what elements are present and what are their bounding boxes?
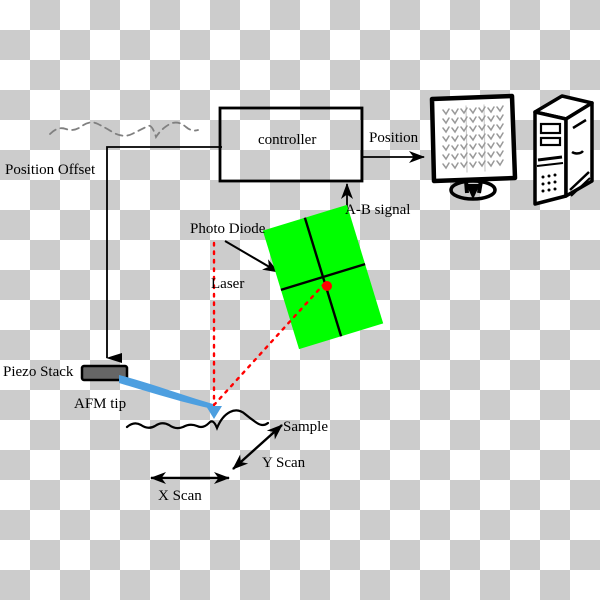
photo-diode-pointer <box>224 240 279 273</box>
monitor <box>429 93 518 201</box>
position-offset-label: Position Offset <box>5 162 96 178</box>
ab-signal-label: A-B signal <box>345 202 411 218</box>
controller-label: controller <box>258 132 317 148</box>
computer-tower <box>533 94 594 206</box>
cantilever <box>119 375 222 419</box>
photo-diode-label: Photo Diode <box>190 221 266 237</box>
y-scan-arrow <box>232 424 283 470</box>
laser-label: Laser <box>211 276 245 292</box>
laser-reflected-beam <box>212 282 326 407</box>
photodiode-quadrant[interactable] <box>262 204 384 350</box>
controller-box[interactable] <box>218 106 364 183</box>
position-offset-line <box>106 146 222 363</box>
y-scan-label: Y Scan <box>262 455 306 471</box>
piezo-stack[interactable] <box>80 364 129 382</box>
sample-surface <box>125 409 270 431</box>
piezo-stack-label: Piezo Stack <box>3 364 74 380</box>
afm-tip-label: AFM tip <box>74 396 127 412</box>
sample-label: Sample <box>283 419 328 435</box>
x-scan-label: X Scan <box>158 488 202 504</box>
offset-waveform <box>49 121 199 140</box>
position-label: Position <box>369 130 419 146</box>
